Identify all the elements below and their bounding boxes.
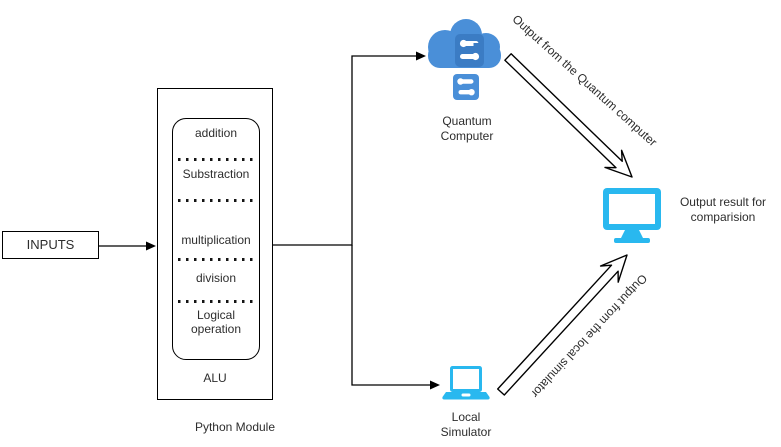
arrow-module-to-quantum	[273, 51, 426, 246]
alu-operation-subtraction: Substraction	[182, 167, 250, 181]
output-result-label: Output result for comparision	[679, 195, 767, 224]
alu-operation-division: division	[195, 271, 237, 285]
inputs-node: INPUTS	[2, 231, 99, 259]
inputs-label: INPUTS	[26, 237, 75, 252]
output-monitor-icon	[601, 186, 665, 251]
local-simulator-label: Local Simulator	[440, 410, 492, 439]
alu-divider-4	[178, 300, 254, 303]
python-module-label: Python Module	[194, 420, 276, 434]
local-simulator-icon	[441, 365, 491, 415]
alu-operation-addition: addition	[194, 126, 238, 140]
alu-divider-2	[178, 199, 254, 202]
block-arrow-simulator-to-output	[497, 254, 628, 396]
alu-divider-1	[178, 158, 254, 161]
alu-operation-logical: Logical operation	[190, 308, 242, 336]
arrow-inputs-to-module	[99, 241, 156, 251]
alu-operation-multiplication: multiplication	[181, 233, 251, 247]
arrow-module-to-simulator	[351, 245, 440, 390]
alu-divider-3	[178, 258, 254, 261]
alu-label: ALU	[203, 371, 227, 385]
quantum-computer-label: Quantum Computer	[440, 114, 494, 143]
block-arrow-quantum-to-output	[504, 53, 633, 178]
alu-node: addition Substraction multiplication div…	[172, 118, 260, 360]
quantum-cloud-icon	[425, 14, 505, 111]
